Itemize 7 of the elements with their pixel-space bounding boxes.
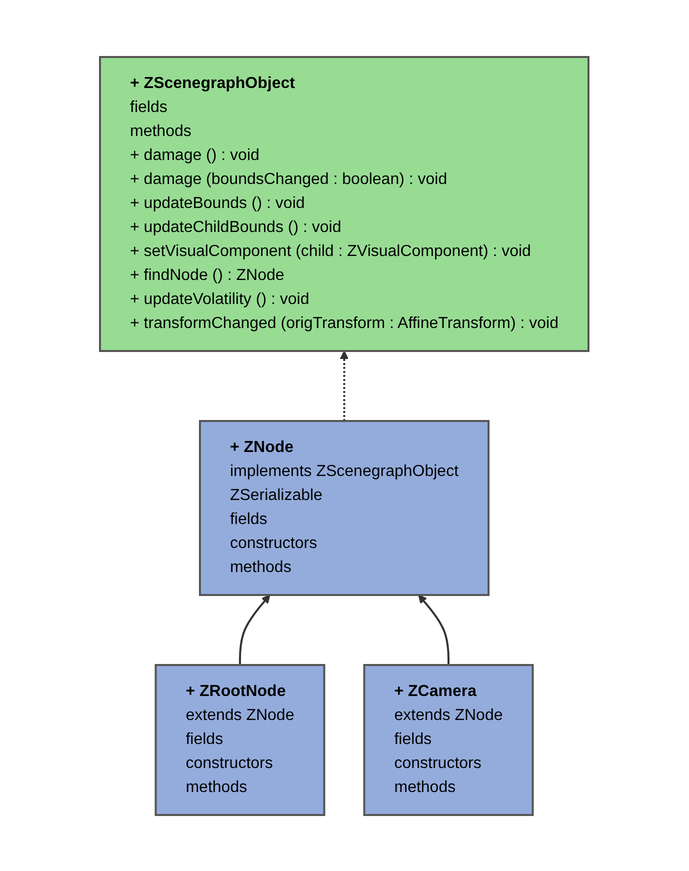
arrow — [340, 350, 349, 420]
node-box: + ZRootNode extends ZNode fields constructors methods — [154, 664, 326, 816]
node-box: + ZScenegraphObject fields methods + damage () : void + damage (boundsChanged : boolean) : void + updateBounds () : void + updateChildBounds () : void + setVisualComponent (child : ZVisualComponent) : void + findNode () : ZNode + updateVolatility () : void + transformChanged (origTransform : AffineTransform) : void — [99, 56, 590, 352]
arrow — [239, 594, 271, 664]
node-box: + ZCamera extends ZNode fields constructors methods — [364, 664, 534, 816]
node-box: + ZNode implements ZScenegraphObject ZSerializable fields constructors methods — [199, 420, 490, 596]
arrow — [418, 594, 450, 664]
